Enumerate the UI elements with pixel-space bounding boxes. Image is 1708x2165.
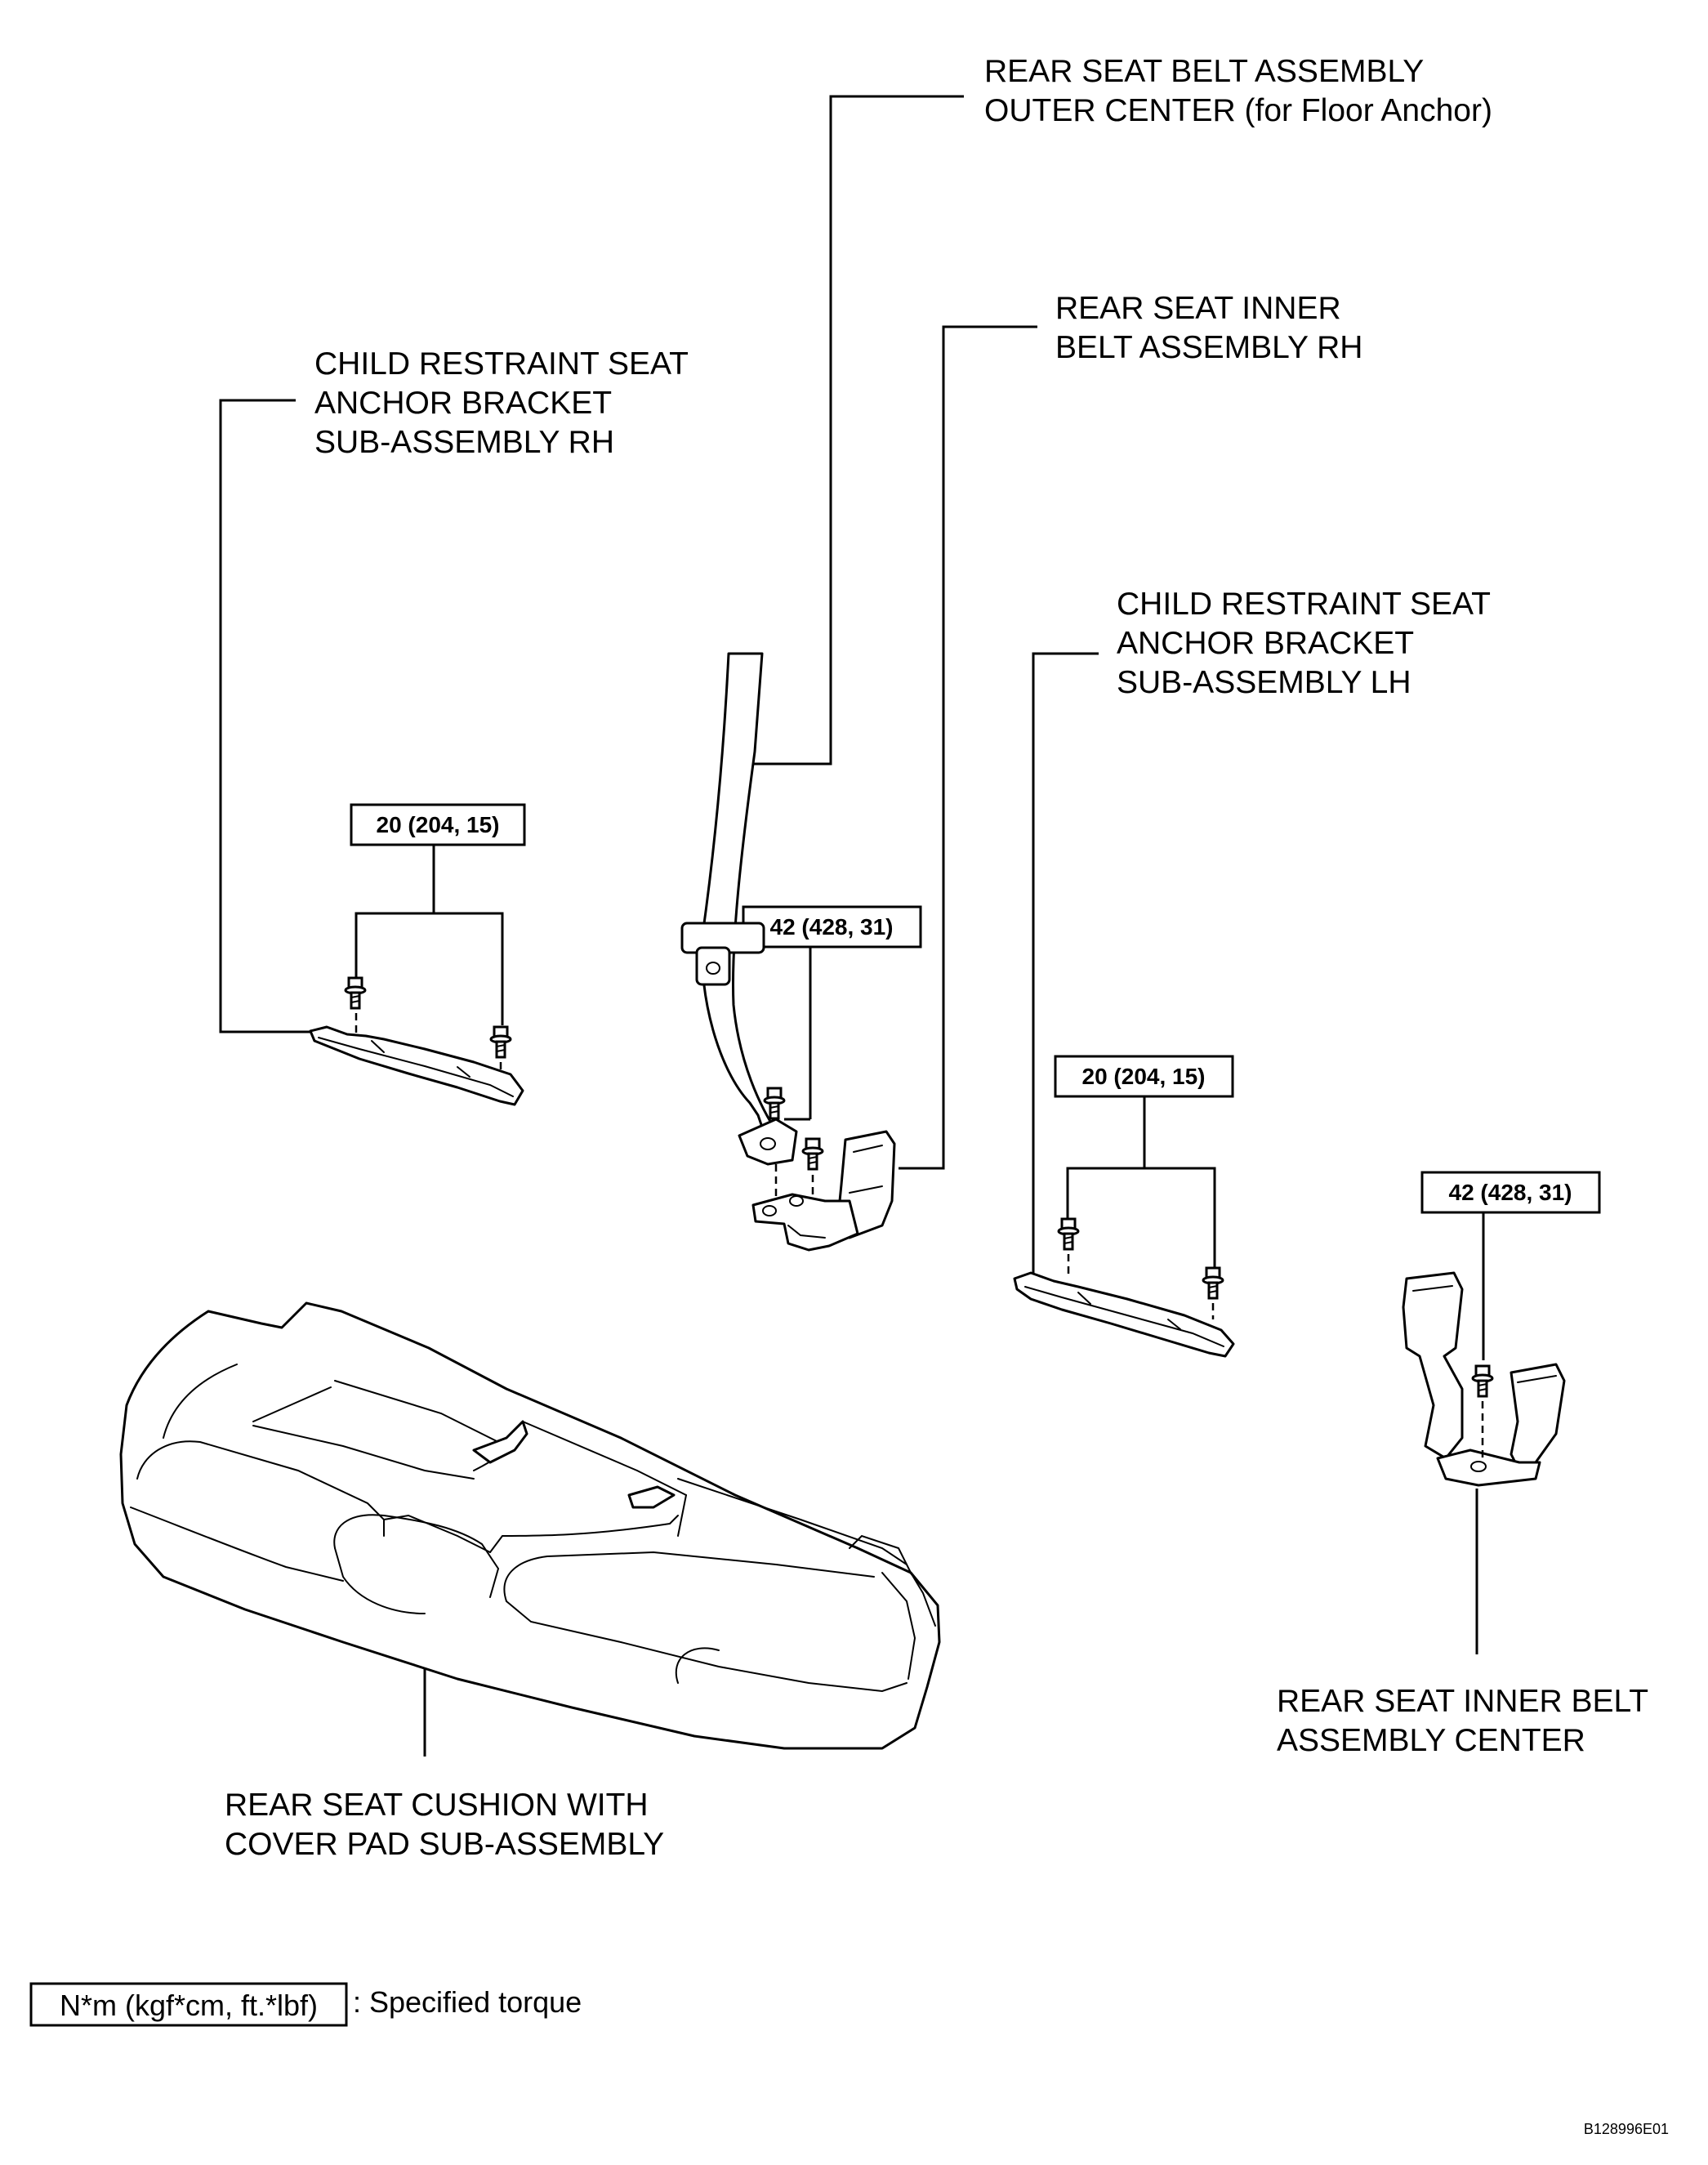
child-anchor-bracket-lh	[1013, 1217, 1235, 1358]
torque-spec-anchor-rh: 20 (204, 15)	[350, 803, 526, 1025]
svg-text:SUB-ASSEMBLY RH: SUB-ASSEMBLY RH	[314, 425, 614, 460]
svg-text:ANCHOR BRACKET: ANCHOR BRACKET	[1117, 626, 1414, 661]
svg-text:REAR SEAT INNER BELT: REAR SEAT INNER BELT	[1277, 1684, 1648, 1719]
svg-text:OUTER CENTER (for Floor Anchor: OUTER CENTER (for Floor Anchor)	[984, 93, 1492, 128]
svg-text:ASSEMBLY CENTER: ASSEMBLY CENTER	[1277, 1723, 1585, 1758]
label-inner-belt-rh: REAR SEAT INNER BELT ASSEMBLY RH	[1055, 291, 1362, 365]
label-outer-center-belt: REAR SEAT BELT ASSEMBLY OUTER CENTER (fo…	[984, 54, 1492, 128]
svg-text:20 (204, 15): 20 (204, 15)	[1082, 1064, 1206, 1089]
legend-description: : Specified torque	[353, 1985, 582, 2019]
svg-text:CHILD RESTRAINT SEAT: CHILD RESTRAINT SEAT	[314, 346, 689, 382]
label-seat-cushion: REAR SEAT CUSHION WITH COVER PAD SUB-ASS…	[225, 1788, 664, 1862]
label-child-anchor-rh: CHILD RESTRAINT SEAT ANCHOR BRACKET SUB-…	[314, 346, 689, 460]
figure-id: B128996E01	[1584, 2121, 1669, 2137]
svg-text:REAR SEAT INNER: REAR SEAT INNER	[1055, 291, 1341, 326]
child-anchor-bracket-rh	[309, 976, 524, 1106]
svg-text:BELT ASSEMBLY RH: BELT ASSEMBLY RH	[1055, 330, 1362, 365]
label-inner-belt-center: REAR SEAT INNER BELT ASSEMBLY CENTER	[1277, 1684, 1648, 1758]
leader-lines	[219, 95, 1478, 1757]
label-child-anchor-lh: CHILD RESTRAINT SEAT ANCHOR BRACKET SUB-…	[1117, 587, 1491, 700]
svg-text:SUB-ASSEMBLY LH: SUB-ASSEMBLY LH	[1117, 665, 1411, 700]
svg-text:42 (428, 31): 42 (428, 31)	[770, 914, 894, 940]
svg-text:ANCHOR BRACKET: ANCHOR BRACKET	[314, 386, 612, 421]
svg-text:CHILD RESTRAINT SEAT: CHILD RESTRAINT SEAT	[1117, 587, 1491, 622]
svg-text:42 (428, 31): 42 (428, 31)	[1449, 1180, 1572, 1205]
rear-seat-inner-belt-center	[1402, 1271, 1566, 1487]
torque-legend: N*m (kgf*cm, ft.*lbf) : Specified torque	[29, 1982, 582, 2027]
svg-text:REAR SEAT CUSHION WITH: REAR SEAT CUSHION WITH	[225, 1788, 649, 1823]
svg-text:COVER PAD SUB-ASSEMBLY: COVER PAD SUB-ASSEMBLY	[225, 1827, 664, 1862]
svg-text:REAR SEAT BELT ASSEMBLY: REAR SEAT BELT ASSEMBLY	[984, 54, 1424, 89]
rear-seat-cushion	[119, 1301, 941, 1750]
torque-spec-anchor-lh: 20 (204, 15)	[1054, 1055, 1234, 1270]
rear-seat-belt-outer-center	[680, 652, 824, 1201]
legend-unit-text: N*m (kgf*cm, ft.*lbf)	[60, 1989, 318, 2022]
svg-text:20 (204, 15): 20 (204, 15)	[377, 812, 500, 837]
legend-unit-box	[29, 1982, 348, 2027]
rear-seat-inner-belt-rh	[751, 1130, 896, 1252]
torque-spec-belt-center: 42 (428, 31)	[1420, 1171, 1601, 1360]
